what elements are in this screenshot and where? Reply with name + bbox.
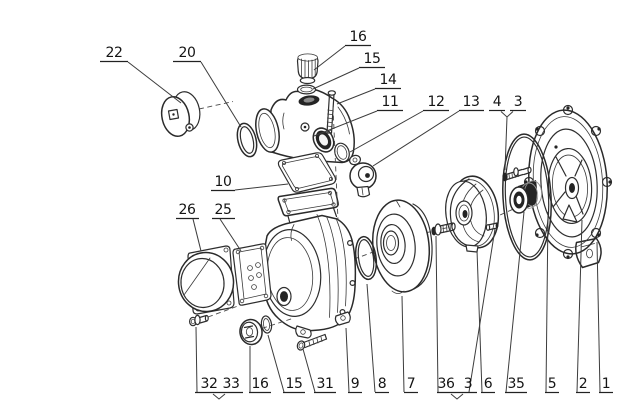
callout-10: 10 (211, 174, 235, 192)
part-pump-body (255, 86, 355, 164)
callout-7-label: 7 (407, 376, 416, 392)
leader-lines (127, 45, 601, 400)
callout-14-label: 14 (379, 72, 397, 88)
callout-25-label: 25 (214, 202, 231, 218)
callout-31: 31 (314, 376, 336, 394)
callout-22-label: 22 (105, 45, 122, 61)
callout-6: 6 (481, 376, 495, 394)
callout-13-label: 13 (462, 94, 479, 110)
impeller-tab (465, 244, 479, 253)
callout-1: 1 (599, 376, 613, 394)
callout-22: 22 (100, 45, 128, 63)
callout-26: 26 (176, 202, 199, 220)
callout-15-bottom-label: 15 (285, 376, 302, 392)
callout-26-label: 26 (178, 202, 196, 218)
callout-16-bottom: 16 (249, 376, 271, 394)
callout-35-label: 35 (507, 376, 524, 392)
callout-4: 4 (489, 94, 505, 112)
part-o-ring-15-bottom (260, 315, 273, 334)
callout-9: 9 (348, 376, 362, 394)
callout-11: 11 (377, 94, 403, 112)
part-pump-cover (523, 104, 613, 269)
inlet-port (255, 108, 280, 153)
part-ejector-13 (349, 154, 377, 198)
callout-12-label: 12 (427, 94, 444, 110)
callout-5-label: 5 (548, 376, 557, 392)
vertical-axis-line (332, 106, 339, 221)
part-stud-top (502, 166, 532, 182)
callout-1-label: 1 (602, 376, 611, 392)
callout-8: 8 (375, 376, 389, 394)
callout-12: 12 (423, 94, 449, 112)
callout-labels: 22 20 16 15 14 11 12 13 (100, 29, 613, 394)
callout-32-label: 32 (200, 376, 217, 392)
callout-3-top: 3 (510, 94, 526, 112)
callout-13: 13 (459, 94, 484, 112)
callout-2-label: 2 (579, 376, 588, 392)
cover-spokes (552, 156, 584, 223)
callout-20-label: 20 (178, 45, 195, 61)
part-mechanical-seal (509, 180, 543, 214)
callout-10-label: 10 (214, 174, 231, 190)
callout-15-bottom: 15 (283, 376, 305, 394)
part-stud-washer (431, 222, 456, 236)
callout-16-top: 16 (345, 29, 371, 47)
part-gasket-25 (232, 243, 272, 306)
part-o-ring-20 (236, 122, 258, 158)
callout-5: 5 (545, 376, 559, 394)
part-o-ring-8 (354, 235, 378, 281)
part-filler-cap-top (296, 53, 319, 85)
callout-36-label: 36 (437, 376, 455, 392)
part-drain-cap-bottom (239, 318, 263, 346)
callout-15-top: 15 (359, 51, 385, 69)
part-diffuser (371, 199, 433, 294)
callout-9-label: 9 (351, 376, 360, 392)
part-o-ring-12 (334, 142, 350, 163)
part-o-ring-15-top (296, 84, 317, 95)
callout-8-label: 8 (378, 376, 387, 392)
part-round-cover-26 (177, 245, 235, 315)
part-tank-casing (262, 187, 357, 339)
callout-31-label: 31 (316, 376, 333, 392)
callout-36-3: 36 3 (437, 376, 477, 394)
callout-4-label: 4 (493, 94, 502, 110)
callout-2: 2 (576, 376, 590, 394)
callout-25: 25 (212, 202, 235, 220)
part-plug-cap-22 (160, 91, 201, 138)
callout-16-bottom-label: 16 (251, 376, 269, 392)
callout-6-label: 6 (484, 376, 493, 392)
callout-16-top-label: 16 (349, 29, 367, 45)
callout-11-label: 11 (381, 94, 398, 110)
drain-axis-line (253, 317, 295, 332)
callout-7: 7 (404, 376, 418, 394)
callout-3-bottom-label: 3 (464, 376, 473, 392)
part-large-o-ring (502, 133, 552, 261)
callout-32-33: 32 33 (195, 376, 243, 394)
part-bolt-31 (296, 333, 328, 351)
callout-20: 20 (173, 45, 201, 63)
callout-35: 35 (505, 376, 527, 394)
part-bolt-32-33 (189, 314, 209, 327)
part-pin-bottom (485, 222, 499, 231)
callout-15-top-label: 15 (363, 51, 380, 67)
callout-14: 14 (375, 72, 401, 90)
callout-33-label: 33 (222, 376, 239, 392)
part-gasket-10 (277, 152, 337, 193)
callout-3-top-label: 3 (514, 94, 523, 110)
